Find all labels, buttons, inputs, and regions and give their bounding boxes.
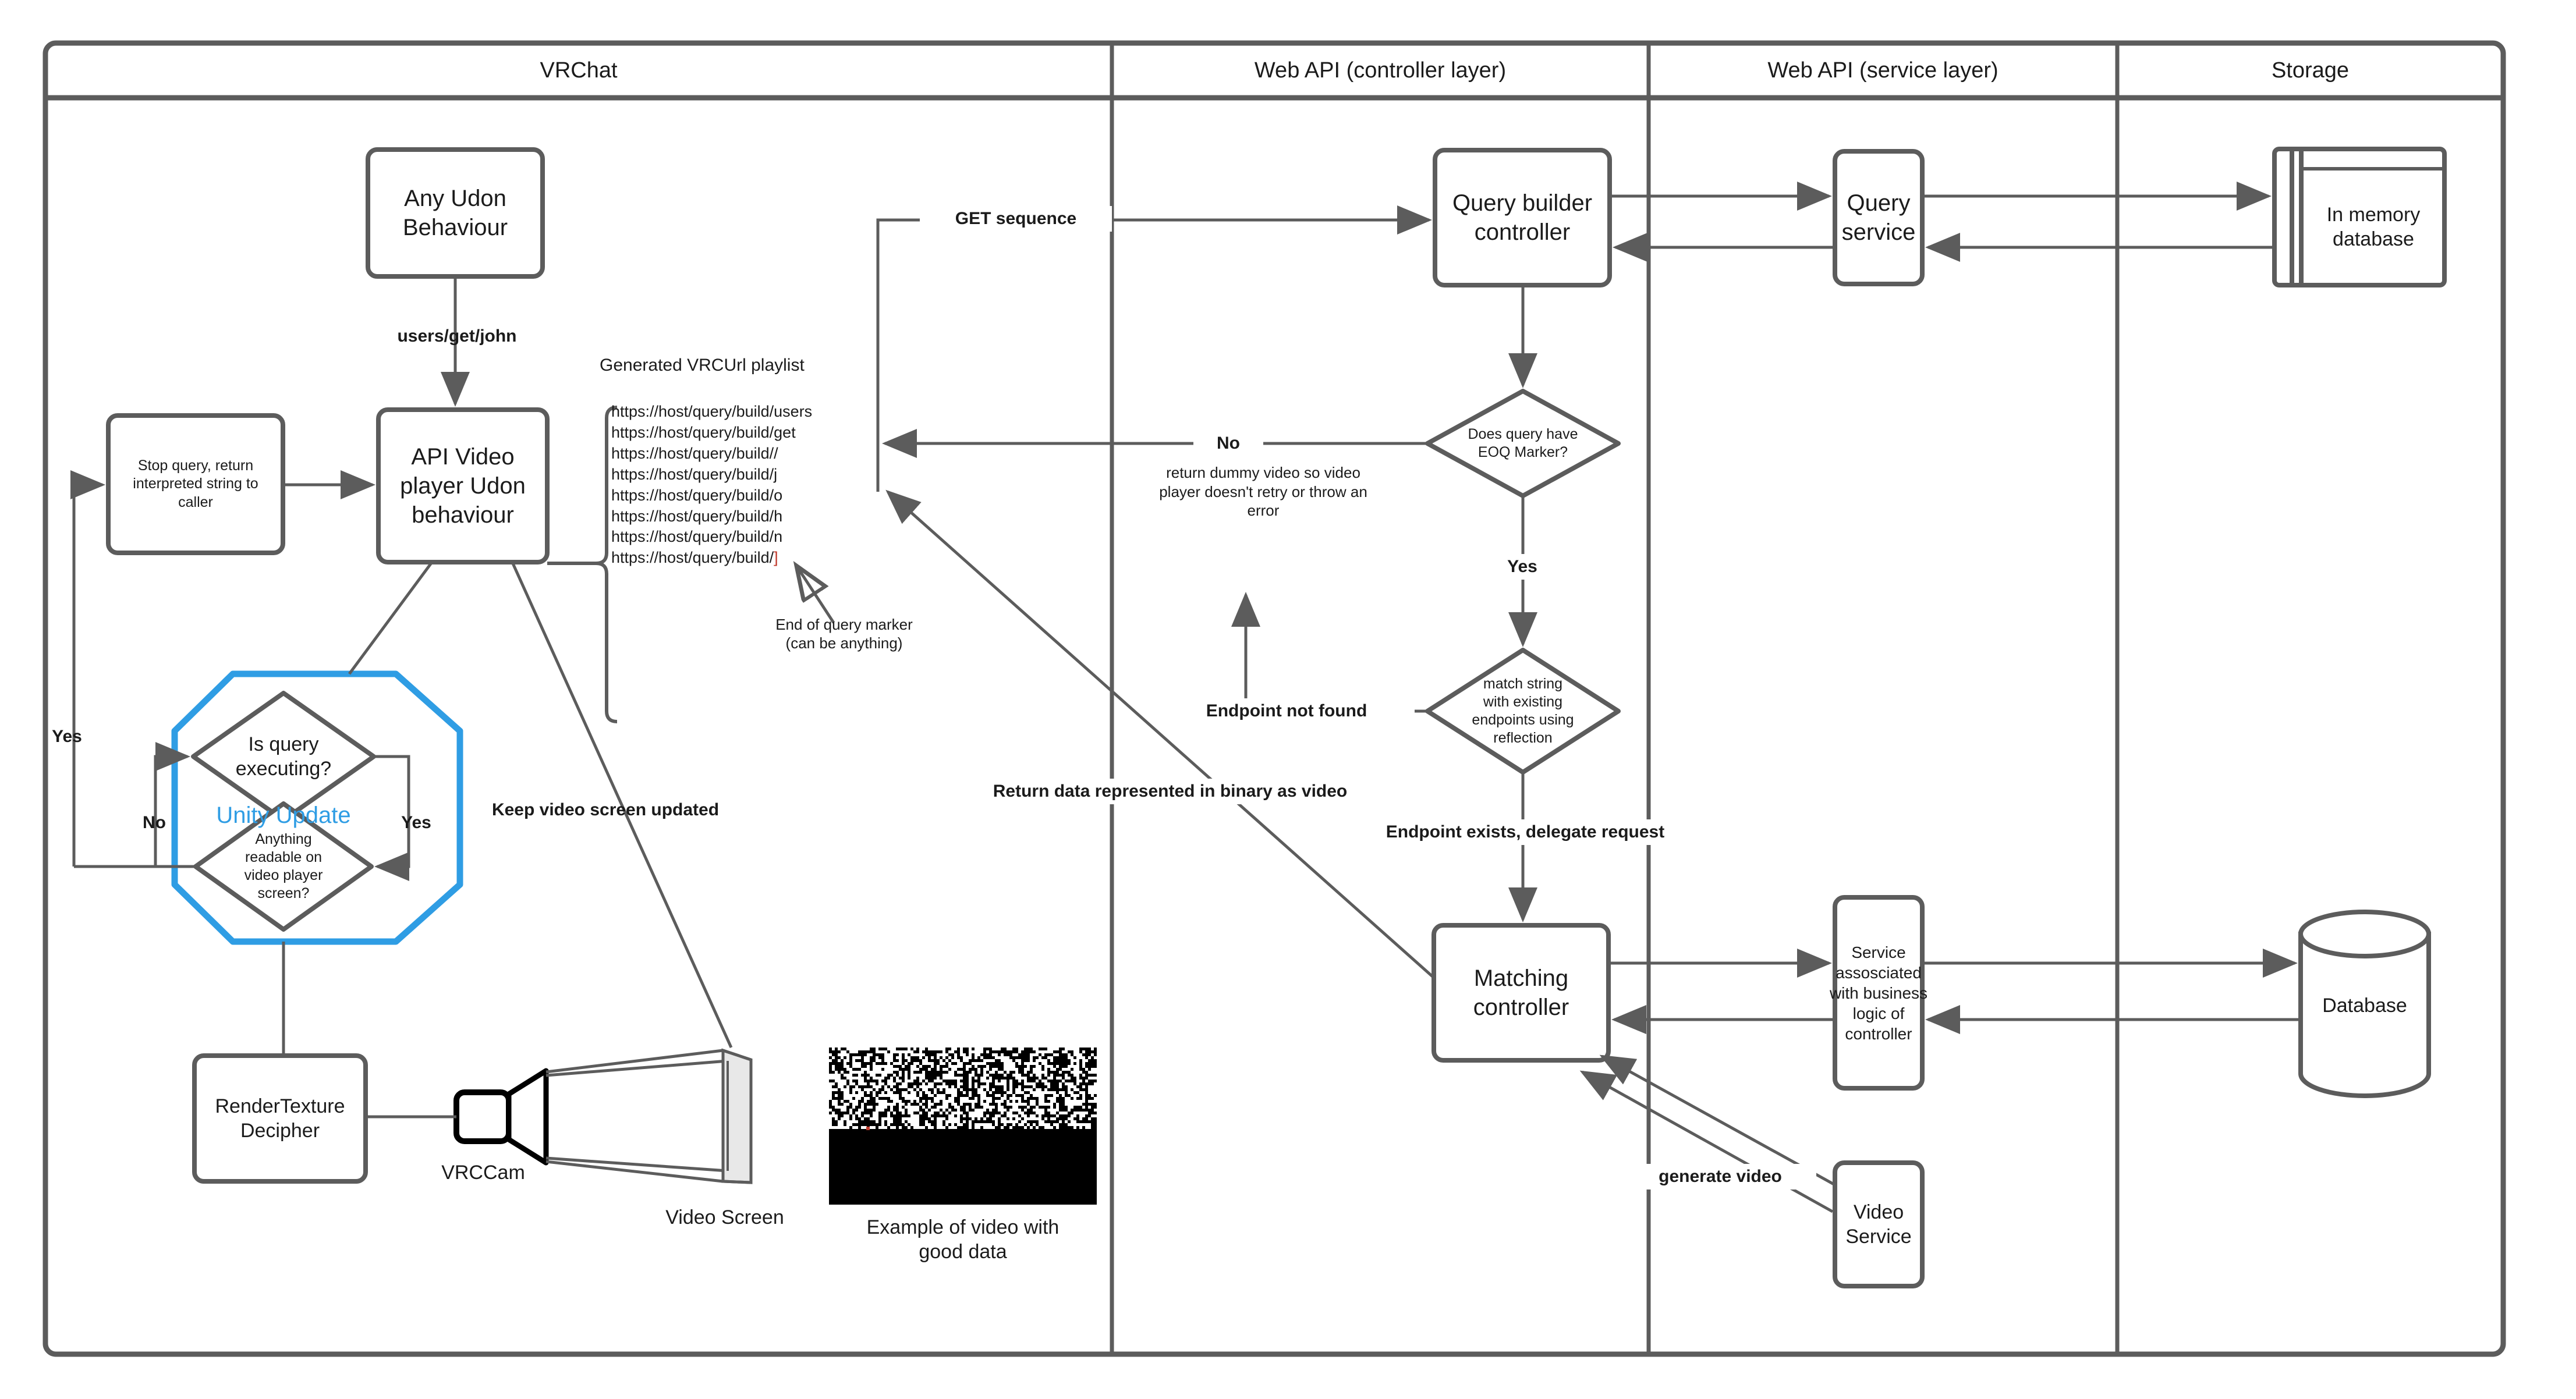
node-query-builder-controller-shape [1433, 148, 1612, 287]
playlist-url-list: https://host/query/build/users https://ho… [611, 402, 812, 569]
video-screen-shape [721, 1048, 753, 1184]
node-in-memory-database-shape [2272, 147, 2447, 287]
edge-loop-yes [374, 755, 410, 881]
node-database-shape [2298, 910, 2431, 1098]
unity-update-octagon [171, 670, 463, 945]
vrccam-icon [453, 1068, 549, 1166]
edge-matching-to-video-screen [885, 489, 1435, 979]
video-red-pixel [866, 1127, 870, 1130]
eoq-callout-arrow [796, 566, 835, 624]
node-anything-readable-shape [193, 801, 374, 932]
node-any-udon-behaviour-shape [366, 147, 545, 279]
edge-left-yes-loop [70, 470, 105, 867]
edge-video-service-to-matching-b [1579, 1070, 1834, 1213]
edge-video-service-to-matching-a [1599, 1054, 1836, 1187]
node-video-service-shape [1833, 1160, 1925, 1288]
playlist-url-item: https://host/query/build// [611, 444, 778, 462]
node-business-service-shape [1833, 895, 1925, 1091]
node-query-service-shape [1833, 149, 1925, 286]
edge-api-player-to-video-screen [511, 561, 733, 1049]
node-render-texture-shape [192, 1053, 368, 1184]
playlist-url-item: https://host/query/build/o [611, 486, 783, 504]
playlist-url-item: https://host/query/build/n [611, 528, 783, 546]
playlist-url-item: https://host/query/build/h [611, 507, 783, 525]
eoq-marker-char: ] [774, 549, 778, 567]
playlist-url-item: https://host/query/build/] [611, 549, 778, 567]
playlist-url-item: https://host/query/build/j [611, 465, 778, 483]
node-does-query-have-eoq-shape [1425, 389, 1621, 498]
playlist-url-item: https://host/query/build/users [611, 403, 813, 420]
node-stop-query-shape [106, 413, 285, 555]
edge-api-player-to-unity-update [348, 561, 434, 675]
edge-endpoint-not-found [1231, 592, 1427, 713]
playlist-urls: https://host/query/build/users https://ho… [611, 402, 812, 569]
node-is-query-executing-shape [191, 691, 376, 822]
camera-frustum [545, 1049, 728, 1183]
pool-frame [42, 40, 2506, 1357]
node-match-string-shape [1425, 648, 1621, 775]
node-matching-controller-shape [1431, 923, 1611, 1063]
edge-loop-no [154, 742, 190, 867]
playlist-url-item: https://host/query/build/get [611, 423, 796, 441]
video-example-image [829, 1048, 1097, 1205]
video-noise-pattern [829, 1048, 1097, 1129]
edge-get-sequence [876, 205, 1432, 492]
node-api-video-player-shape [376, 407, 550, 564]
